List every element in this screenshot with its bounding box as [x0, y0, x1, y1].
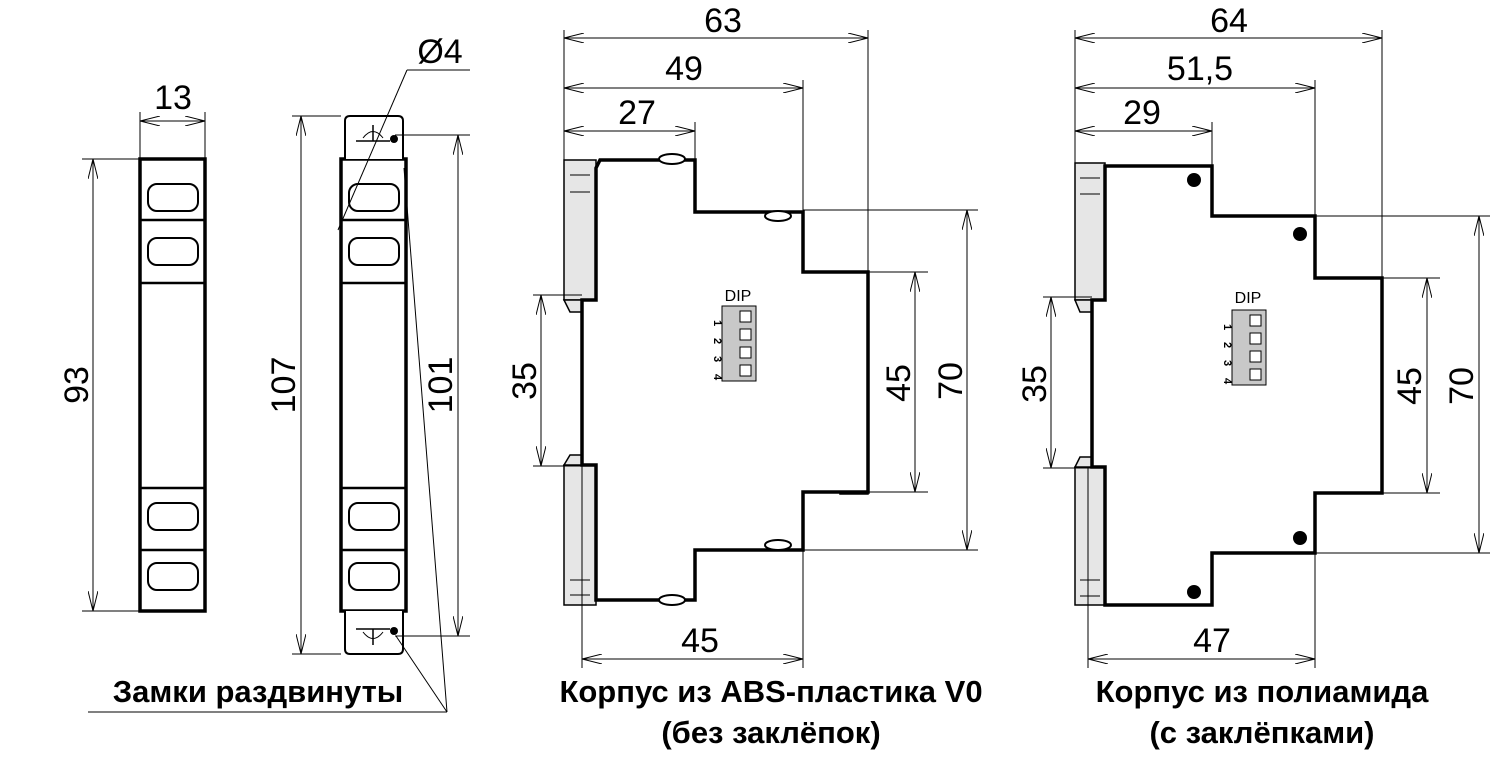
dip-number: 1: [711, 320, 723, 326]
abs-housing-view: DIP 1 2 3 4 63 49 27 35 45 70: [506, 2, 983, 750]
screw-icon: [764, 210, 792, 222]
rivet-icon: [1187, 585, 1201, 599]
screw-icon: [764, 539, 792, 551]
side-view-narrow: 13 93: [58, 79, 207, 613]
rivet-icon: [1293, 227, 1307, 241]
terminal-slot: [348, 183, 400, 212]
din-clip-top: [1074, 162, 1106, 301]
din-clip-bottom: [563, 464, 597, 606]
rivet-icon: [1187, 173, 1201, 187]
dip-number: 2: [1221, 342, 1233, 348]
dip-label: DIP: [725, 288, 752, 305]
polyamide-caption-line1: Корпус из полиамида: [1096, 674, 1429, 709]
mounting-hole-icon: [390, 627, 398, 635]
screw-icon: [658, 153, 686, 165]
rail-label: 35: [506, 362, 544, 400]
front-height-label: 45: [1391, 367, 1429, 405]
open-locks-caption: Замки раздвинуты: [113, 674, 404, 709]
top-lock: [344, 115, 404, 159]
screw-icon: [658, 594, 686, 606]
din-clip-bottom: [1074, 466, 1106, 606]
abs-caption-line2: (без заклёпок): [661, 715, 880, 750]
terminal-slot: [147, 237, 199, 266]
width-total-label: 63: [704, 2, 742, 40]
hole-diameter-label: Ø4: [417, 33, 462, 71]
inner-height-label: 101: [422, 357, 460, 414]
front-height-label: 45: [880, 364, 918, 402]
open-housing-outline: [339, 157, 408, 613]
bottom-lock: [344, 611, 404, 655]
din-clip-top: [563, 159, 597, 301]
terminal-slot: [147, 502, 199, 531]
terminal-slot: [348, 237, 400, 266]
rail-label: 35: [1016, 365, 1054, 403]
width-top-label: 29: [1123, 94, 1161, 132]
outer-height-label: 107: [265, 357, 303, 414]
dip-number: 2: [711, 338, 723, 344]
dip-number: 3: [1221, 360, 1233, 366]
width-mid-label: 49: [665, 50, 703, 88]
narrow-housing-outline: [138, 157, 207, 613]
width-label: 13: [154, 79, 192, 117]
polyamide-caption-line2: (с заклёпками): [1149, 715, 1374, 750]
terminal-slot: [147, 183, 199, 212]
terminal-slot: [348, 562, 400, 591]
abs-caption-line1: Корпус из ABS-пластика V0: [559, 674, 982, 709]
width-top-label: 27: [618, 94, 656, 132]
dip-number: 4: [1221, 378, 1233, 385]
dip-label: DIP: [1235, 290, 1262, 307]
dip-number: 3: [711, 356, 723, 362]
total-height-label: 70: [1443, 367, 1481, 405]
side-view-open-locks: Ø4 107 101 Замки раздвинуты: [88, 33, 470, 713]
mounting-hole-icon: [390, 135, 398, 143]
width-mid-label: 51,5: [1167, 50, 1233, 88]
terminal-slot: [348, 502, 400, 531]
dip-number: 1: [1221, 324, 1233, 330]
bottom-width-label: 45: [681, 622, 719, 660]
total-height-label: 70: [932, 362, 970, 400]
polyamide-housing-view: DIP 1 2 3 4 64 51,5 29 35 45 70: [1016, 2, 1490, 750]
width-total-label: 64: [1210, 2, 1248, 40]
height-label: 93: [58, 366, 96, 404]
bottom-width-label: 47: [1193, 622, 1231, 660]
terminal-slot: [147, 562, 199, 591]
dip-number: 4: [711, 374, 723, 381]
rivet-icon: [1293, 531, 1307, 545]
